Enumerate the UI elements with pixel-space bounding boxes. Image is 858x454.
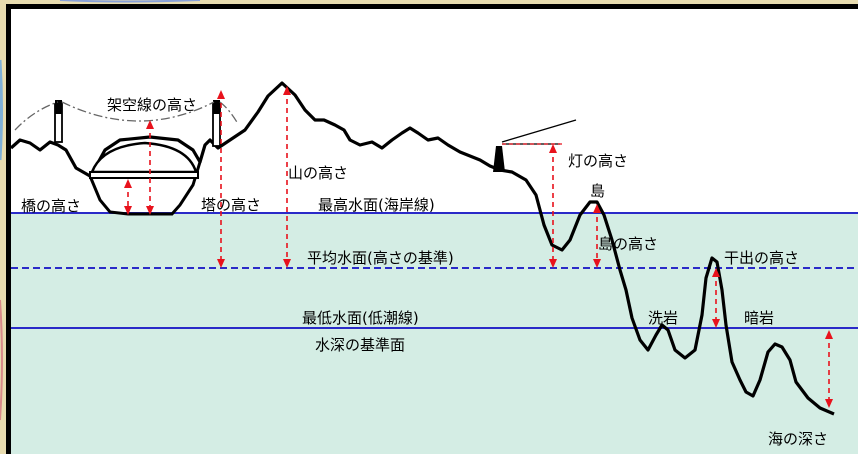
arrow-heads [124, 86, 833, 408]
lighthouse [493, 146, 505, 172]
label-drying-height: 干出の高さ [724, 249, 799, 267]
label-highest-water: 最高水面(海岸線) [318, 196, 435, 214]
label-mean-water: 平均水面(高さの基準) [307, 249, 454, 267]
bridge-deck [89, 171, 199, 179]
label-awash-rock: 洗岩 [648, 309, 678, 327]
bridge-arch [90, 141, 198, 174]
label-depth-datum: 水深の基準面 [315, 336, 405, 354]
label-overhead-line-height: 架空線の高さ [107, 96, 197, 114]
label-sunken-rock: 暗岩 [744, 309, 774, 327]
tower-left-top [55, 100, 62, 114]
label-lowest-water: 最低水面(低潮線) [302, 309, 419, 327]
measurement-arrows [127, 90, 830, 404]
sea-area [11, 213, 858, 454]
light-beam-upper [501, 119, 577, 143]
label-bridge-height: 橋の高さ [21, 197, 81, 215]
label-island-height: 島の高さ [598, 235, 658, 253]
tower-right-top [213, 100, 220, 114]
label-sea-depth: 海の深さ [768, 430, 828, 448]
label-tower-height: 塔の高さ [201, 196, 261, 214]
label-island: 島 [590, 182, 605, 200]
label-light-height: 灯の高さ [568, 152, 628, 170]
label-mountain-height: 山の高さ [288, 164, 348, 182]
